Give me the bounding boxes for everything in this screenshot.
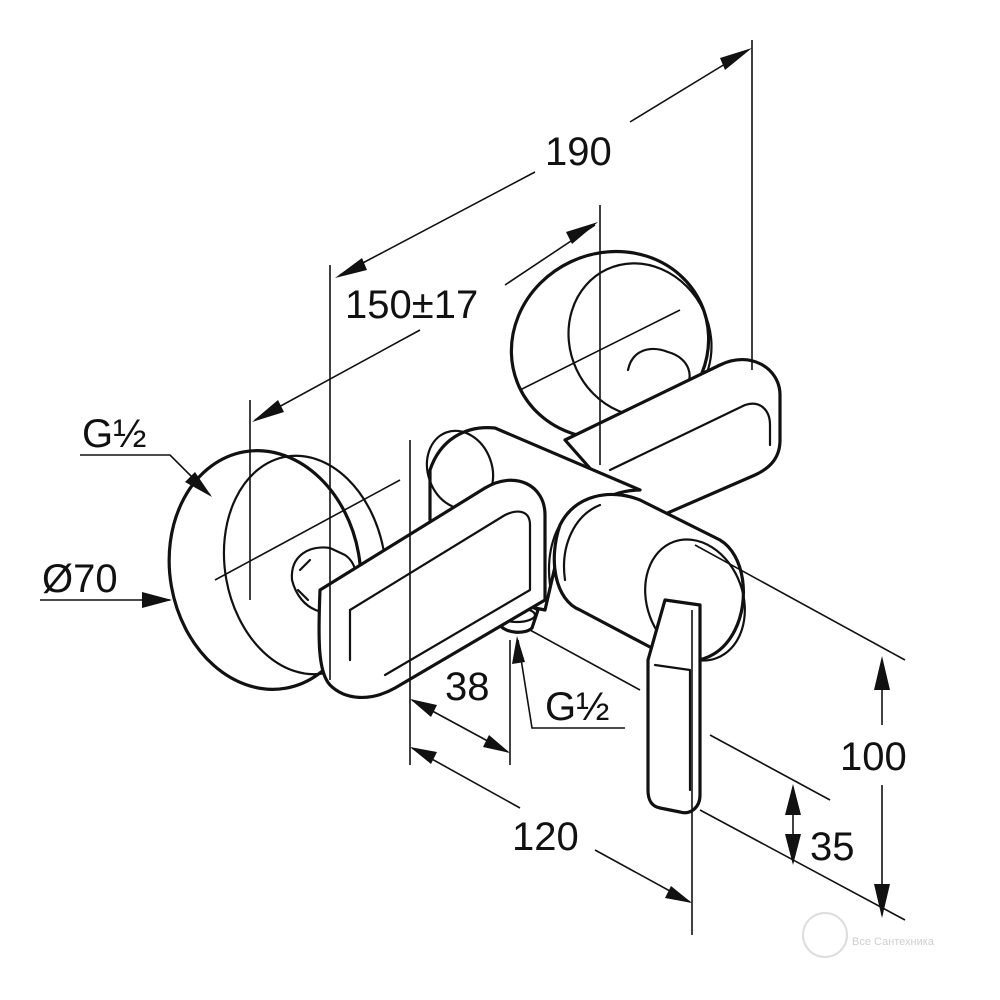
front-arm (317, 478, 547, 700)
dimension-35 (785, 784, 801, 865)
label-outlet-offset: 38 (445, 665, 490, 709)
leader-diameter (40, 592, 172, 608)
label-inlet-thread: G½ (82, 412, 146, 456)
label-lever-offset: 35 (810, 825, 855, 869)
dimension-38 (410, 699, 510, 753)
leader-g-outlet (512, 636, 625, 729)
watermark-text: Все Сантехника (852, 936, 935, 948)
watermark-logo: Все Сантехника (802, 912, 935, 958)
dimension-190 (335, 48, 752, 278)
label-rosette-diameter: Ø70 (42, 557, 118, 601)
dimension-120 (410, 747, 692, 903)
label-height: 100 (840, 735, 907, 779)
label-overall-width: 190 (545, 130, 612, 174)
dimension-100 (874, 656, 890, 918)
dimension-150 (252, 222, 598, 422)
leader-g-inlet (80, 454, 212, 497)
lever-handle (646, 598, 702, 815)
label-depth: 120 (512, 815, 579, 859)
label-center-distance: 150±17 (345, 283, 478, 327)
label-outlet-thread: G½ (545, 685, 609, 729)
extension-lines (214, 40, 906, 935)
